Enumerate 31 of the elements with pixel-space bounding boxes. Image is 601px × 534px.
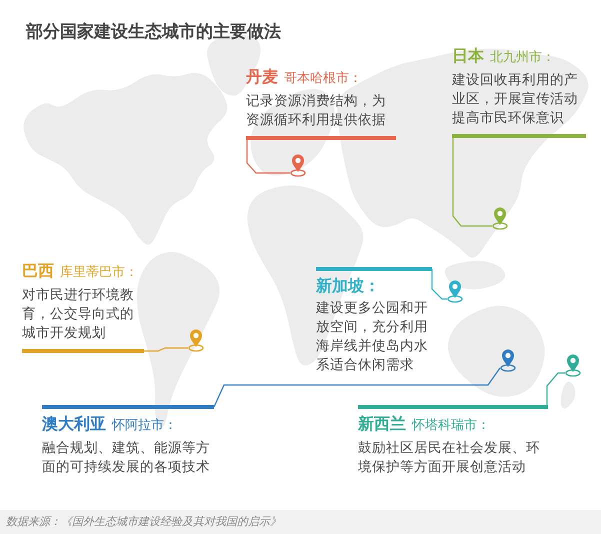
- city-name: 库里蒂巴市：: [60, 264, 138, 282]
- city-name: 怀阿拉市：: [112, 417, 177, 435]
- city-name: 哥本哈根市：: [284, 70, 362, 88]
- description-text: 建设更多公园和开放空间，充分利用海岸线并使岛内水系适合休闲需求: [316, 299, 429, 375]
- description-text: 记录资源消费结构，为资源循环利用提供依据: [246, 92, 387, 130]
- city-name: 北九州市：: [490, 49, 555, 67]
- map-pin-icon: [447, 279, 463, 303]
- callout-card: [452, 45, 586, 138]
- leader-line: [144, 347, 188, 352]
- chart-title: 部分国家建设生态城市的主要做法: [26, 21, 281, 43]
- description-text: 建设回收再利用的产业区，开展宣传活动提高市民环保意识: [452, 71, 579, 128]
- leader-line: [546, 372, 565, 405]
- country-name: 日本: [452, 45, 484, 67]
- callout-card: [246, 66, 396, 140]
- map-pin-icon: [565, 353, 581, 377]
- city-name: 怀塔科瑞市：: [412, 417, 490, 435]
- map-pin-icon: [290, 153, 306, 177]
- map-pin-icon: [188, 328, 204, 352]
- source-note: 数据来源：《国外生态城市建设经验及其对我国的启示》: [6, 514, 281, 529]
- country-name: 澳大利亚: [42, 413, 106, 435]
- leader-line: [213, 368, 500, 408]
- country-name: 丹麦: [246, 66, 278, 88]
- country-name: 巴西: [22, 260, 54, 282]
- leader-line: [431, 269, 447, 300]
- country-name: 新西兰: [358, 413, 406, 435]
- map-pin-icon: [500, 348, 516, 372]
- map-pin-icon: [492, 206, 508, 230]
- description-text: 鼓励社区居民在社会发展、环境保护等方面开展创意活动: [358, 439, 541, 477]
- description-text: 融合规划、建筑、能源等方面的可持续发展的各项技术: [42, 439, 211, 477]
- country-name: 新加坡：: [316, 275, 380, 297]
- description-text: 对市民进行环境教育，公交导向式的城市开发规划: [22, 286, 135, 343]
